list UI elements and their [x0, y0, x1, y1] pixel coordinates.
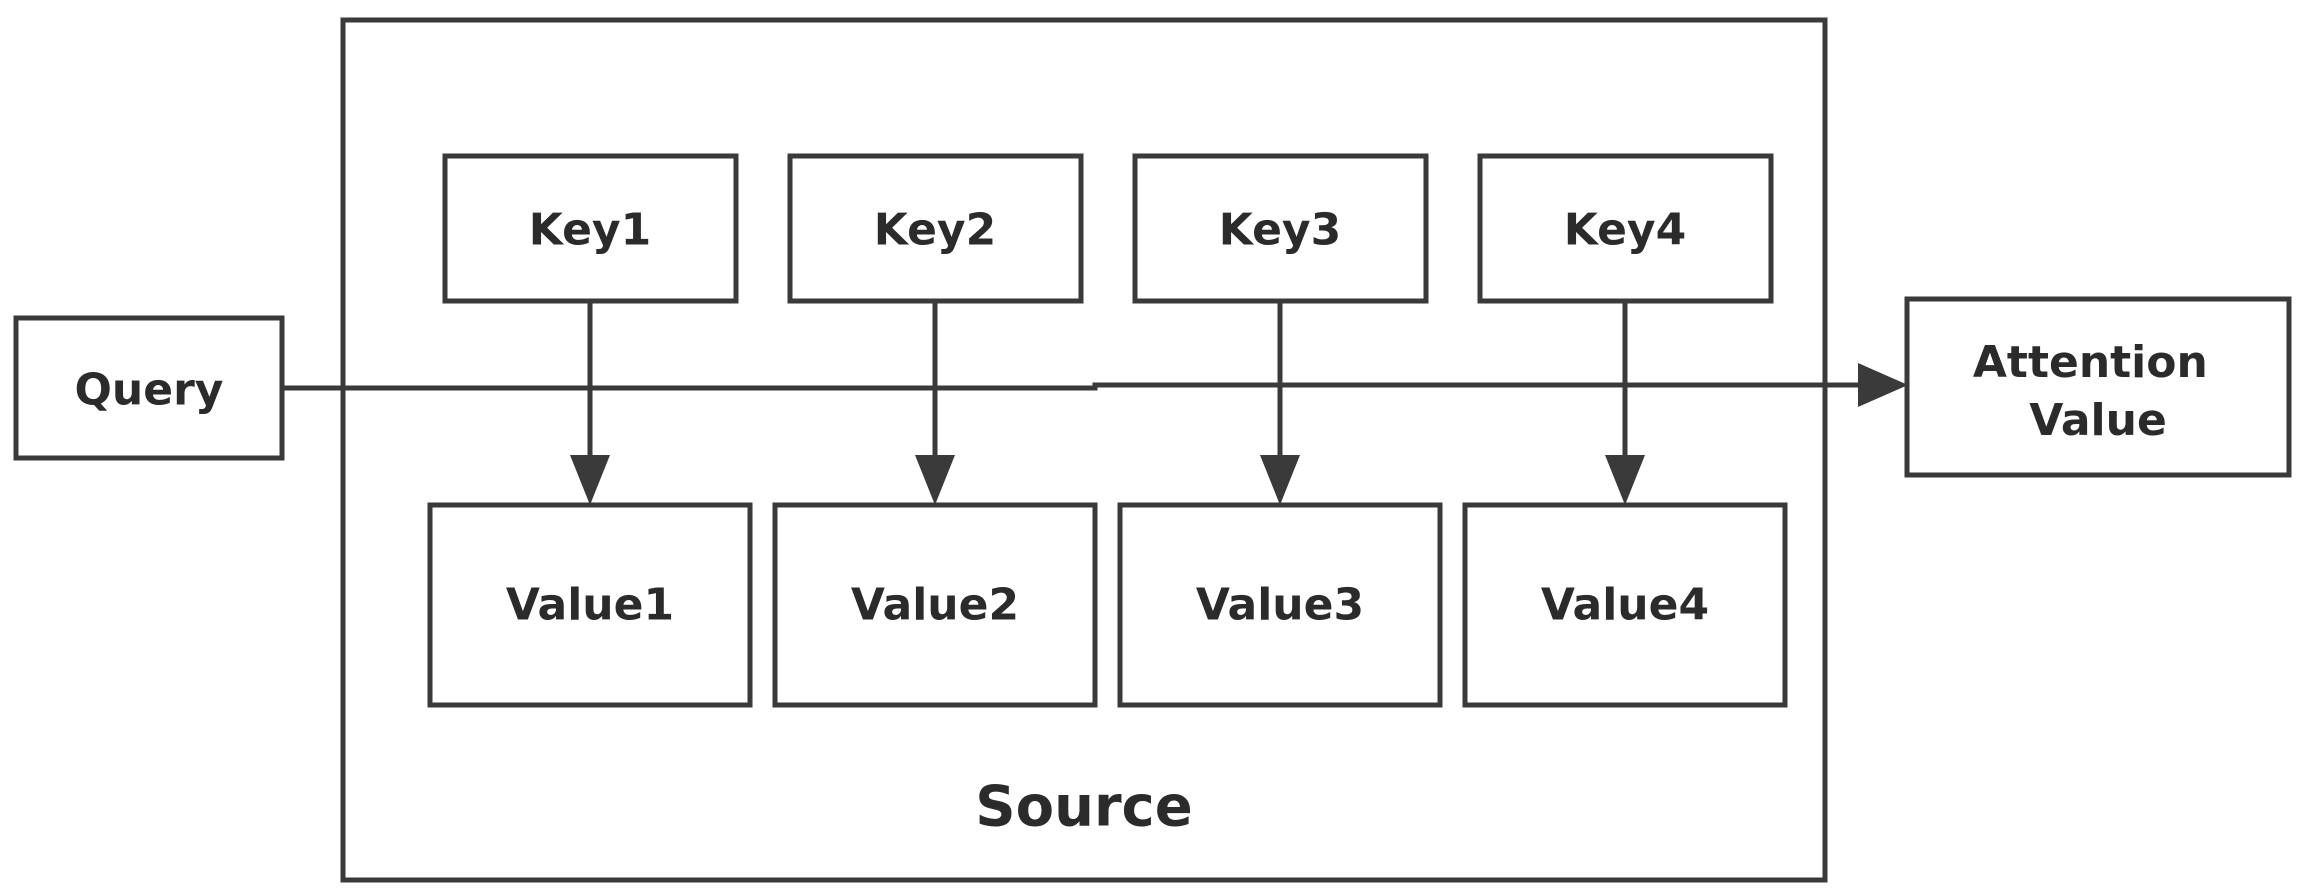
key-to-value-arrowhead [1605, 455, 1645, 505]
key-label: Key3 [1219, 205, 1341, 256]
key-to-value-arrowhead [1260, 455, 1300, 505]
query-label: Query [75, 365, 224, 416]
key-value-pair-1: Key1 Value1 [427, 153, 753, 708]
query-to-attention-connector [282, 382, 1865, 391]
value-label: Value2 [851, 580, 1019, 631]
key-value-pair-3: Key3 Value3 [1117, 153, 1443, 708]
value-box [427, 502, 753, 708]
query-node: Query [13, 315, 285, 461]
key-label: Key1 [529, 205, 651, 256]
source-frame [340, 17, 1828, 883]
key-to-value-arrowhead [915, 455, 955, 505]
attention-value-line-2: Value [2029, 395, 2167, 446]
key-box [787, 153, 1084, 304]
value-box [772, 502, 1098, 708]
attention-value-label: Attention Value [1973, 337, 2223, 446]
value-box [1462, 502, 1788, 708]
attention-value-line-1: Attention [1973, 337, 2208, 388]
key-box [1477, 153, 1774, 304]
value-label: Value4 [1541, 580, 1709, 631]
key-to-value-arrowhead [570, 455, 610, 505]
key-label: Key2 [874, 205, 996, 256]
key-box [442, 153, 739, 304]
value-label: Value3 [1196, 580, 1364, 631]
value-box [1117, 502, 1443, 708]
key-label: Key4 [1564, 205, 1686, 256]
attention-value-box [1904, 296, 2292, 478]
value-label: Value1 [506, 580, 674, 631]
attention-arrowhead [1858, 363, 1908, 407]
key-value-pair-4: Key4 Value4 [1462, 153, 1788, 708]
source-label: Source [975, 775, 1192, 840]
attention-value-node: Attention Value [1904, 296, 2292, 478]
source-container: Source [340, 17, 1828, 883]
key-value-pair-2: Key2 Value2 [772, 153, 1098, 708]
query-box [13, 315, 285, 461]
key-box [1132, 153, 1429, 304]
